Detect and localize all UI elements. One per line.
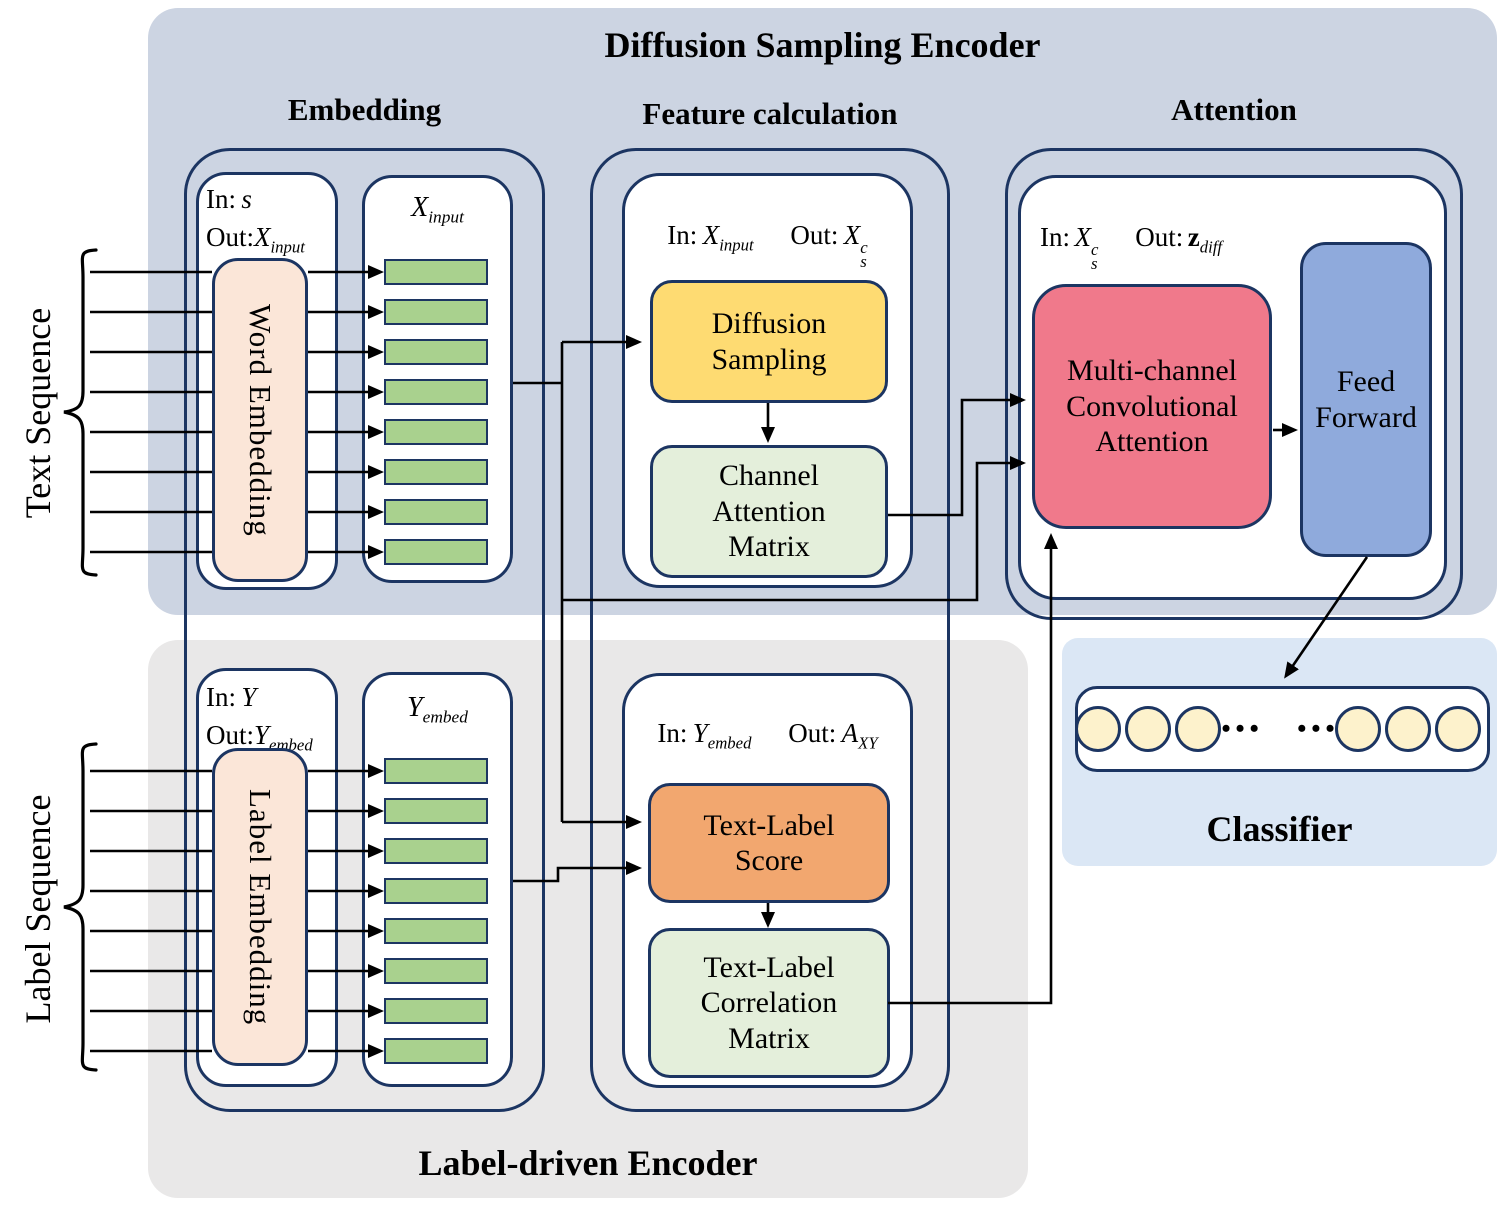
classifier-neuron — [1335, 706, 1381, 752]
embedding-vector-bar — [384, 459, 488, 485]
word-embedding-block: Word Embedding — [212, 258, 308, 582]
x-input-column-header: Xinput — [411, 192, 464, 227]
label-embedding-block: Label Embedding — [212, 748, 308, 1066]
embedding-vector-bar — [384, 758, 488, 784]
y-embed-column-header: Yembed — [407, 692, 468, 727]
embedding-vector-bar — [384, 798, 488, 824]
embedding-group-box — [184, 148, 545, 1112]
embedding-vector-bar — [384, 878, 488, 904]
diagram-title: Diffusion Sampling Encoder — [604, 25, 1041, 65]
embedding-header: Embedding — [287, 92, 442, 127]
embedding-vector-bar — [384, 1038, 488, 1064]
text-sequence-label: Text Sequence — [18, 307, 58, 519]
text-label-score-label: Text-Label Score — [703, 808, 835, 877]
embedding-vector-bar — [384, 838, 488, 864]
diffusion-sampling-label: Diffusion Sampling — [711, 307, 827, 376]
embedding-vector-bar — [384, 958, 488, 984]
label-sequence-brace — [63, 742, 98, 1072]
classifier-neuron — [1125, 706, 1171, 752]
embedding-vector-bar — [384, 998, 488, 1024]
embedding-vector-bar — [384, 339, 488, 365]
embedding-vector-bar — [384, 419, 488, 445]
text-label-correlation-label: Text-Label Correlation Matrix — [700, 950, 838, 1055]
channel-attention-matrix-label: Channel Attention Matrix — [712, 459, 826, 564]
classifier-neuron — [1175, 706, 1221, 752]
feature-calculation-header: Feature calculation — [642, 96, 898, 131]
embedding-vector-bar — [384, 379, 488, 405]
embedding-vector-bar — [384, 918, 488, 944]
classifier-ellipsis: ••• ••• — [1221, 714, 1340, 743]
classifier-neuron — [1075, 706, 1121, 752]
embedding-vector-bar — [384, 539, 488, 565]
feed-forward-label: Feed Forward — [1315, 365, 1417, 434]
diffusion-sampling-block: Diffusion Sampling — [650, 280, 888, 403]
channel-attention-matrix-block: Channel Attention Matrix — [650, 445, 888, 578]
text-label-correlation-block: Text-Label Correlation Matrix — [648, 928, 890, 1078]
classifier-title: Classifier — [1206, 809, 1353, 849]
multi-channel-conv-attention-label: Multi-channel Convolutional Attention — [1066, 354, 1238, 459]
embedding-vector-bar — [384, 499, 488, 525]
embedding-vector-bar — [384, 299, 488, 325]
classifier-neuron — [1385, 706, 1431, 752]
word-embedding-io-text: In: s Out:Xinput — [206, 184, 305, 257]
text-label-io-text: In: Yembed Out: AXY — [657, 718, 878, 753]
feed-forward-block: Feed Forward — [1300, 242, 1432, 557]
text-label-score-block: Text-Label Score — [648, 783, 890, 903]
word-embedding-label: Word Embedding — [243, 303, 278, 537]
label-sequence-label: Label Sequence — [18, 794, 58, 1024]
label-driven-encoder-title: Label-driven Encoder — [418, 1143, 758, 1183]
text-sequence-brace — [63, 248, 98, 577]
attention-header: Attention — [1171, 92, 1297, 127]
label-embedding-label: Label Embedding — [243, 788, 278, 1026]
embedding-vector-bar — [384, 259, 488, 285]
classifier-neuron — [1435, 706, 1481, 752]
attention-group-box — [1005, 148, 1463, 620]
multi-channel-conv-attention-block: Multi-channel Convolutional Attention — [1032, 284, 1272, 529]
